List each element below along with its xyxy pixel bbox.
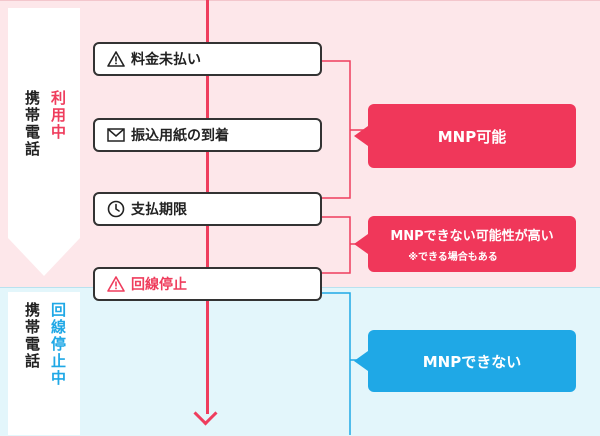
callout-mnp-unlikely-note: ※できる場合もある bbox=[408, 252, 498, 263]
in-use-phase-panel: 携帯電話 利用中 bbox=[8, 8, 80, 238]
step-payment-deadline-label: 支払期限 bbox=[131, 202, 187, 218]
callout-mnp-unlikely-text: MNPできない可能性が高い bbox=[390, 229, 554, 244]
clock-icon bbox=[107, 200, 125, 218]
callout-mnp-possible-text: MNP可能 bbox=[437, 127, 507, 146]
warning-icon bbox=[107, 50, 125, 68]
step-line-suspension: 回線停止 bbox=[93, 267, 322, 301]
step-payment-slip-label: 振込用紙の到着 bbox=[131, 128, 229, 144]
in-use-phase-label: 利用中 bbox=[49, 90, 67, 141]
connector-red-1 bbox=[322, 60, 351, 199]
connector-blue bbox=[322, 292, 351, 435]
suspended-phase-label: 回線停止中 bbox=[49, 302, 67, 387]
suspended-phase-panel: 携帯電話 回線停止中 bbox=[8, 292, 80, 435]
warning-red-icon bbox=[107, 275, 125, 293]
step-line-suspension-label: 回線停止 bbox=[131, 277, 187, 293]
step-payment-slip: 振込用紙の到着 bbox=[93, 118, 322, 152]
callout-mnp-possible: MNP可能 bbox=[354, 104, 576, 168]
envelope-icon bbox=[107, 126, 125, 144]
callout-mnp-unlikely: MNPできない可能性が高い ※できる場合もある bbox=[354, 216, 576, 272]
callout-mnp-impossible-text: MNPできない bbox=[422, 352, 522, 371]
step-payment-deadline: 支払期限 bbox=[93, 192, 322, 226]
step-unpaid-label: 料金未払い bbox=[131, 52, 201, 68]
in-use-phase-arrowhead bbox=[8, 238, 80, 276]
suspended-phase-subject: 携帯電話 bbox=[23, 302, 41, 370]
in-use-phase-subject: 携帯電話 bbox=[23, 90, 41, 158]
step-unpaid: 料金未払い bbox=[93, 42, 322, 76]
callout-mnp-impossible: MNPできない bbox=[354, 330, 576, 392]
connector-red-2 bbox=[322, 216, 351, 274]
